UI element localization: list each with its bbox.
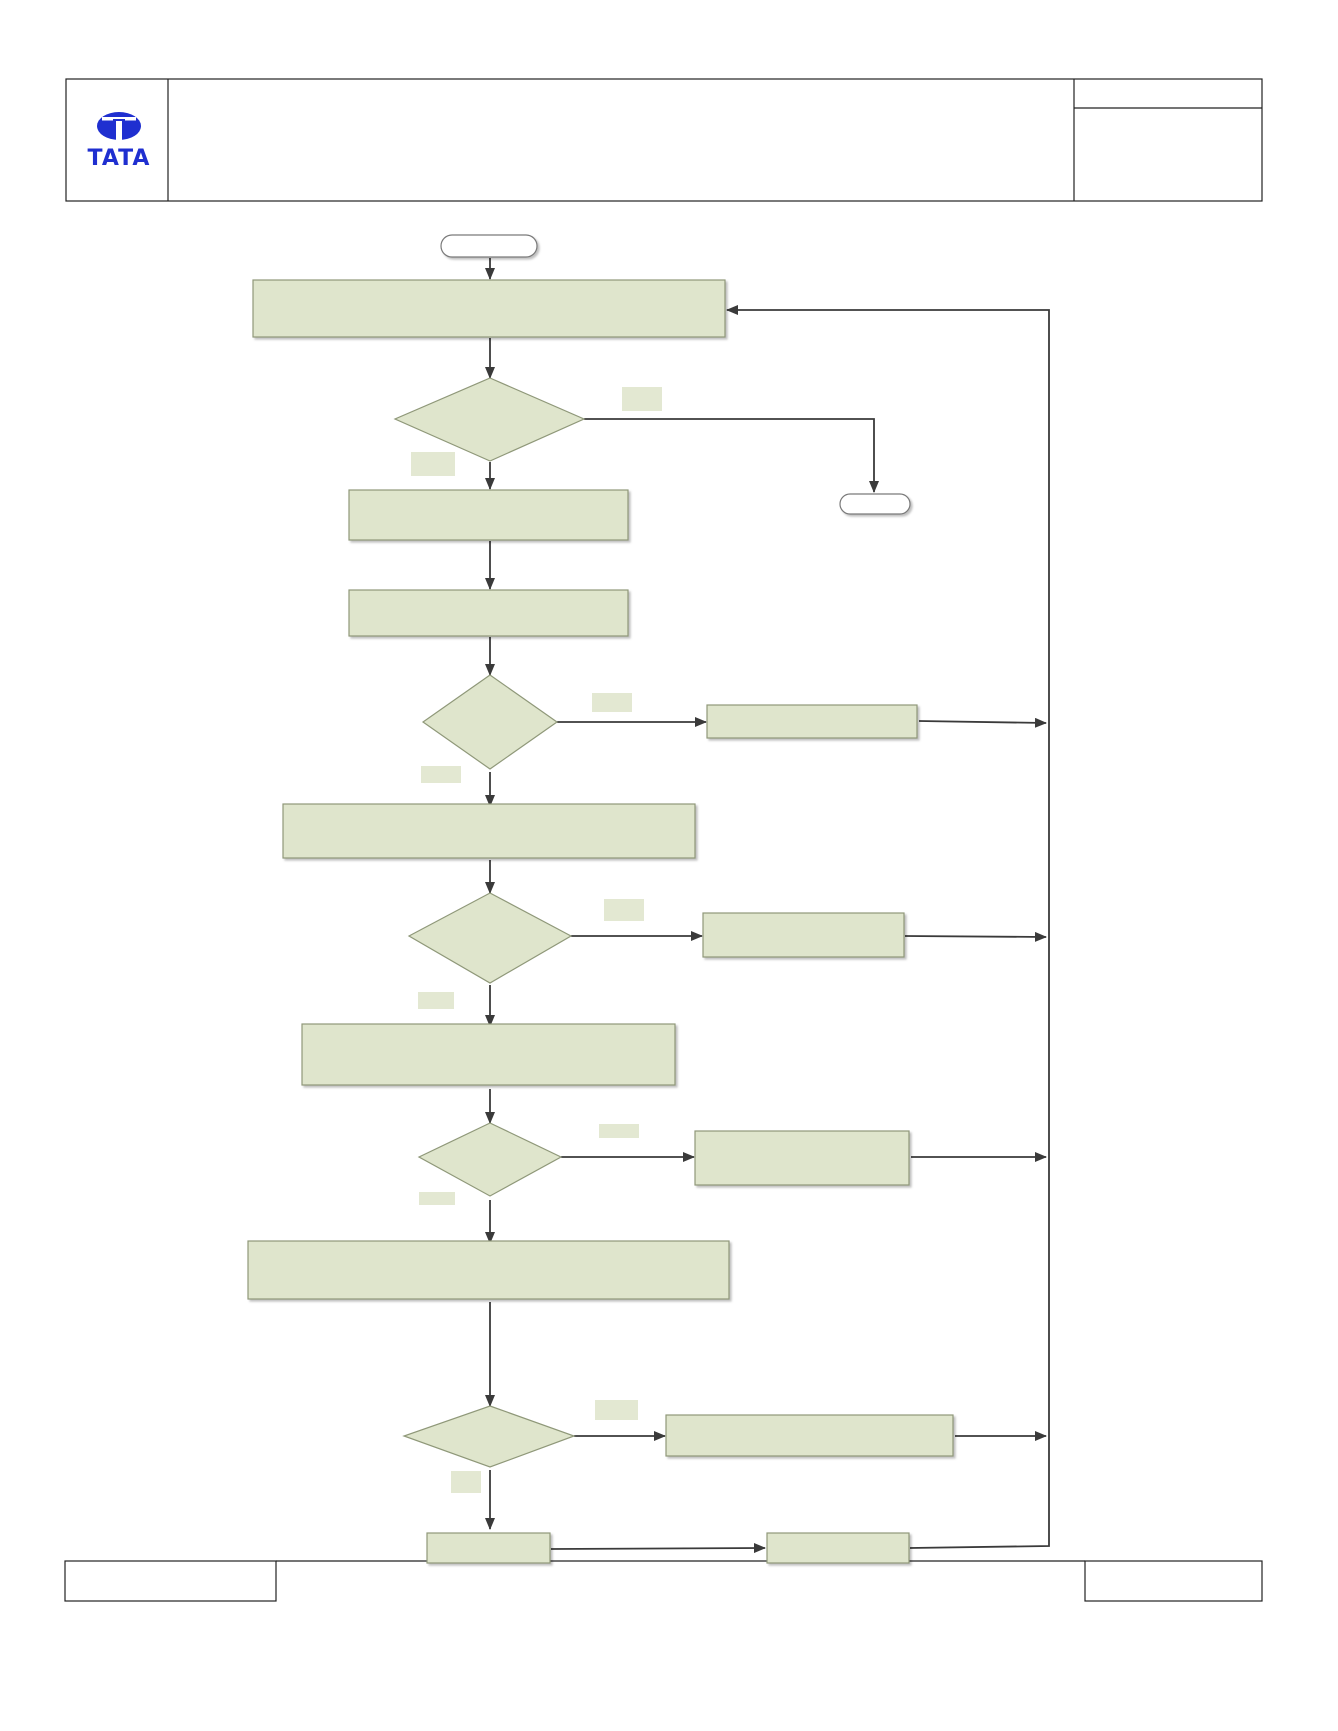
end-terminator xyxy=(839,493,911,515)
branch-label xyxy=(419,1192,455,1205)
decision-diamond xyxy=(417,1122,563,1197)
branch-labels xyxy=(411,387,662,1493)
decision-diamond xyxy=(393,377,586,462)
process-box xyxy=(706,704,918,739)
process-box xyxy=(348,489,629,541)
branch-label xyxy=(421,766,461,783)
footer-frame xyxy=(64,1560,1263,1602)
connectors xyxy=(485,258,1050,1554)
start-terminator xyxy=(440,234,538,258)
branch-label xyxy=(595,1400,638,1420)
process-box xyxy=(252,279,726,338)
process-box xyxy=(694,1130,910,1186)
branch-label xyxy=(592,693,632,712)
process-box xyxy=(702,912,905,958)
process-box xyxy=(301,1023,676,1086)
logo-wordmark: TATA xyxy=(88,146,151,171)
process-box xyxy=(247,1240,730,1300)
branch-label xyxy=(604,899,644,921)
tata-emblem-icon xyxy=(97,112,141,140)
process-box xyxy=(282,803,696,859)
process-box xyxy=(348,589,629,637)
process-box xyxy=(665,1414,954,1457)
branch-label xyxy=(418,992,454,1009)
header-frame xyxy=(65,78,1263,202)
decision-diamond xyxy=(407,892,573,984)
branch-label xyxy=(599,1124,639,1138)
branch-label xyxy=(451,1471,481,1493)
process-box xyxy=(426,1532,551,1564)
process-box xyxy=(766,1532,910,1564)
tata-logo: TATA xyxy=(88,112,151,171)
branch-label xyxy=(622,387,662,411)
decision-diamond xyxy=(402,1405,576,1468)
branch-label xyxy=(411,452,455,476)
decision-diamond xyxy=(421,674,559,770)
